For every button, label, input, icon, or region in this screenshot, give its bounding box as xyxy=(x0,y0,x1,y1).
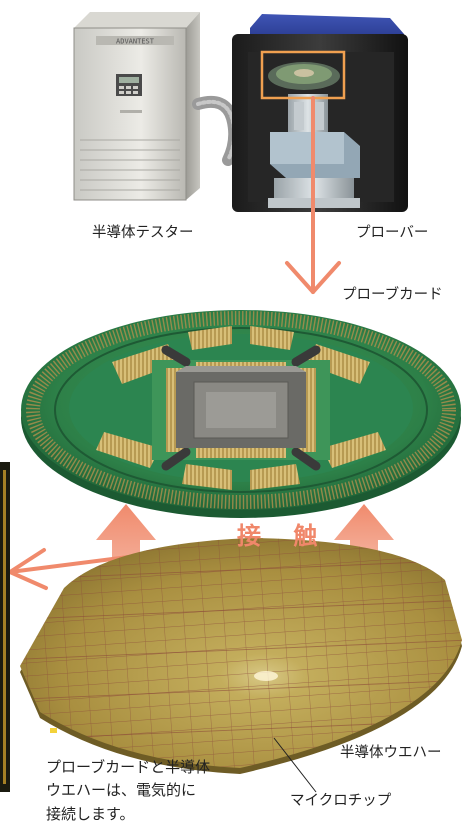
probe-card xyxy=(21,310,461,518)
tester-panel-label: ADVANTEST xyxy=(116,38,155,46)
microchip xyxy=(50,728,57,733)
semiconductor-tester: ADVANTEST xyxy=(73,12,200,201)
probe-card-highlight xyxy=(260,50,346,100)
microchip-label: マイクロチップ xyxy=(290,793,392,809)
caption: プローブカードと半導体 ウエハーは、電気的に 接続します。 xyxy=(46,756,210,826)
caption-line-2: ウエハーは、電気的に xyxy=(46,781,197,800)
probe-card-label: プローブカード xyxy=(342,287,443,303)
tester-label: 半導体テスター xyxy=(92,225,194,241)
wafer-label: 半導体ウエハー xyxy=(340,745,442,761)
prober-label: プローバー xyxy=(356,225,429,241)
contact-label: 接 触 xyxy=(237,522,330,550)
down-arrow xyxy=(285,96,341,294)
caption-line-3: 接続します。 xyxy=(46,804,135,823)
prober xyxy=(232,14,408,212)
microchip-leader-line xyxy=(273,737,317,793)
caption-line-1: プローブカードと半導体 xyxy=(46,758,211,776)
